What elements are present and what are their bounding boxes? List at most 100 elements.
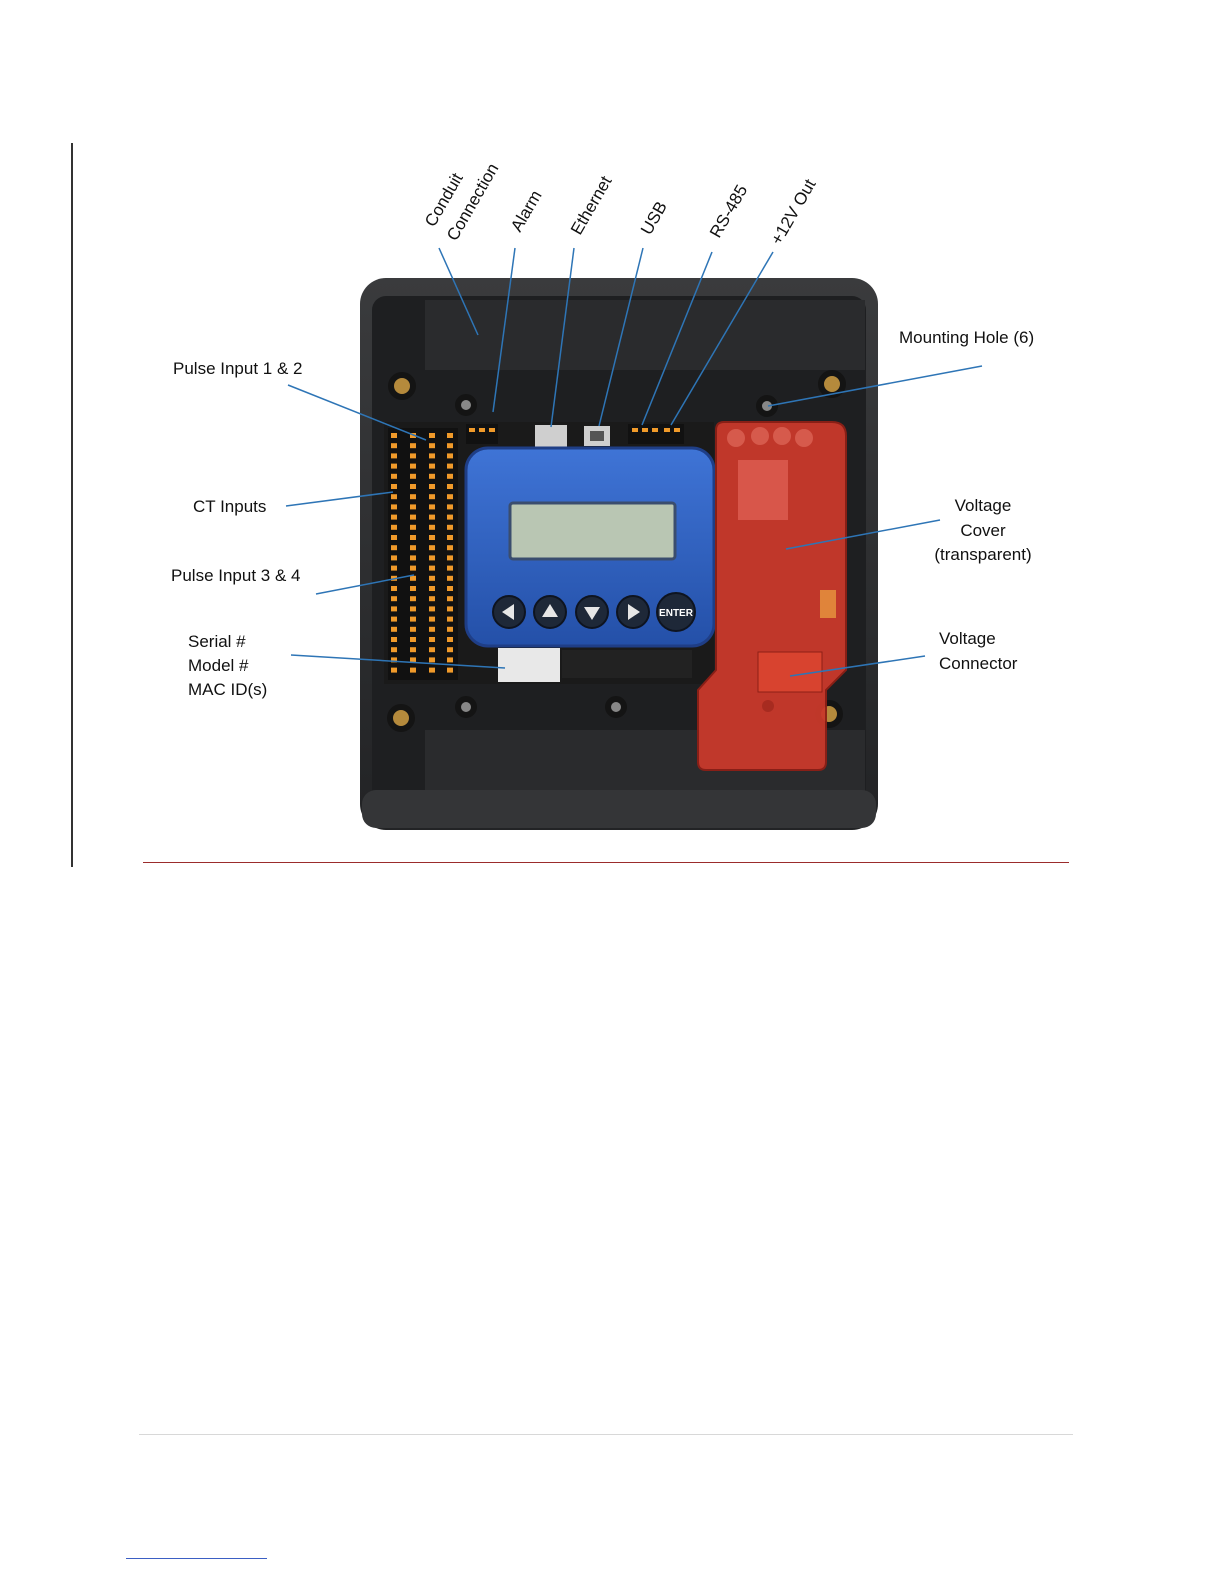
terminal-screw xyxy=(410,617,416,622)
terminal-screw xyxy=(429,555,435,560)
terminal-screw xyxy=(429,433,435,438)
callout-voltage-connector-line2: Connector xyxy=(939,654,1018,673)
right-arrow-button[interactable] xyxy=(617,596,649,628)
terminal-screw xyxy=(391,464,397,469)
up-arrow-button[interactable] xyxy=(534,596,566,628)
terminal-screw xyxy=(410,555,416,560)
terminal-screw xyxy=(447,474,453,479)
terminal-screw xyxy=(391,443,397,448)
terminal-screw xyxy=(391,504,397,509)
terminal-screw xyxy=(447,637,453,642)
terminal-screw xyxy=(391,586,397,591)
terminal-screw xyxy=(429,525,435,530)
terminal-screw xyxy=(410,668,416,673)
callout-ethernet: Ethernet xyxy=(567,173,616,238)
terminal-screw xyxy=(391,627,397,632)
terminal-screw xyxy=(410,545,416,550)
enter-button-label: ENTER xyxy=(659,608,694,619)
callout-mounting-hole: Mounting Hole (6) xyxy=(899,328,1034,347)
terminal-screw xyxy=(447,617,453,622)
callout-ct-inputs: CT Inputs xyxy=(193,497,266,516)
terminal-screw xyxy=(410,637,416,642)
terminal-screw xyxy=(391,484,397,489)
terminal-screw xyxy=(429,535,435,540)
terminal-screw xyxy=(447,586,453,591)
footer-divider xyxy=(139,1434,1073,1435)
terminal-screw xyxy=(391,555,397,560)
terminal-screw xyxy=(429,453,435,458)
terminal-screw xyxy=(447,494,453,499)
terminal-screw xyxy=(447,657,453,662)
enter-button[interactable]: ENTER xyxy=(657,593,695,631)
terminal-screw xyxy=(429,566,435,571)
terminal-screw xyxy=(410,525,416,530)
callout-12v-out: +12V Out xyxy=(767,176,820,248)
terminal-screw xyxy=(447,627,453,632)
callout-voltage-cover-line2: Cover xyxy=(960,521,1006,540)
lcd-screen xyxy=(510,503,675,559)
callout-serial: Serial # xyxy=(188,632,246,651)
terminal-screw xyxy=(391,545,397,550)
terminal-screw xyxy=(410,647,416,652)
terminal-screw xyxy=(410,576,416,581)
terminal-screw xyxy=(410,606,416,611)
terminal-screw xyxy=(429,647,435,652)
voltage-cover xyxy=(698,422,846,770)
terminal-screw xyxy=(447,484,453,489)
terminal-screw xyxy=(391,494,397,499)
terminal-screw xyxy=(447,525,453,530)
terminal-screw xyxy=(429,576,435,581)
terminal-screw xyxy=(447,515,453,520)
terminal-screw xyxy=(429,657,435,662)
serial-label-sticker xyxy=(498,648,692,682)
terminal-screw xyxy=(429,464,435,469)
terminal-screw xyxy=(391,453,397,458)
terminal-screw xyxy=(429,494,435,499)
terminal-screw xyxy=(391,535,397,540)
terminal-screw xyxy=(410,464,416,469)
terminal-screw xyxy=(447,555,453,560)
terminal-screw xyxy=(429,606,435,611)
terminal-screw xyxy=(410,453,416,458)
terminal-screw xyxy=(410,627,416,632)
terminal-screw xyxy=(429,484,435,489)
section-divider-red xyxy=(143,862,1069,863)
terminal-screw xyxy=(429,586,435,591)
terminal-screw xyxy=(410,515,416,520)
callout-usb: USB xyxy=(637,198,671,238)
terminal-screw xyxy=(391,637,397,642)
terminal-screw xyxy=(447,606,453,611)
terminal-screw xyxy=(447,464,453,469)
terminal-screw xyxy=(410,484,416,489)
callout-rs485: RS-485 xyxy=(706,182,751,241)
terminal-screw xyxy=(447,576,453,581)
terminal-screw xyxy=(391,596,397,601)
device-figure: ENTER xyxy=(0,0,1224,900)
terminal-screw xyxy=(429,596,435,601)
terminal-screw xyxy=(429,637,435,642)
terminal-screw xyxy=(410,443,416,448)
terminal-screw xyxy=(447,443,453,448)
terminal-screw xyxy=(429,515,435,520)
terminal-screw xyxy=(391,433,397,438)
terminal-screw xyxy=(429,617,435,622)
terminal-screw xyxy=(447,504,453,509)
terminal-screw xyxy=(429,668,435,673)
callout-mac-ids: MAC ID(s) xyxy=(188,680,267,699)
terminal-screw xyxy=(391,617,397,622)
terminal-screw xyxy=(429,627,435,632)
terminal-blocks-left xyxy=(388,428,458,680)
terminal-screw xyxy=(447,545,453,550)
terminal-screw xyxy=(447,566,453,571)
terminal-screw xyxy=(447,596,453,601)
down-arrow-button[interactable] xyxy=(576,596,608,628)
left-arrow-button[interactable] xyxy=(493,596,525,628)
terminal-screw xyxy=(447,647,453,652)
terminal-screw xyxy=(391,525,397,530)
terminal-screw xyxy=(410,586,416,591)
terminal-screw xyxy=(429,545,435,550)
terminal-screw xyxy=(410,474,416,479)
terminal-screw xyxy=(391,566,397,571)
terminal-screw xyxy=(410,504,416,509)
